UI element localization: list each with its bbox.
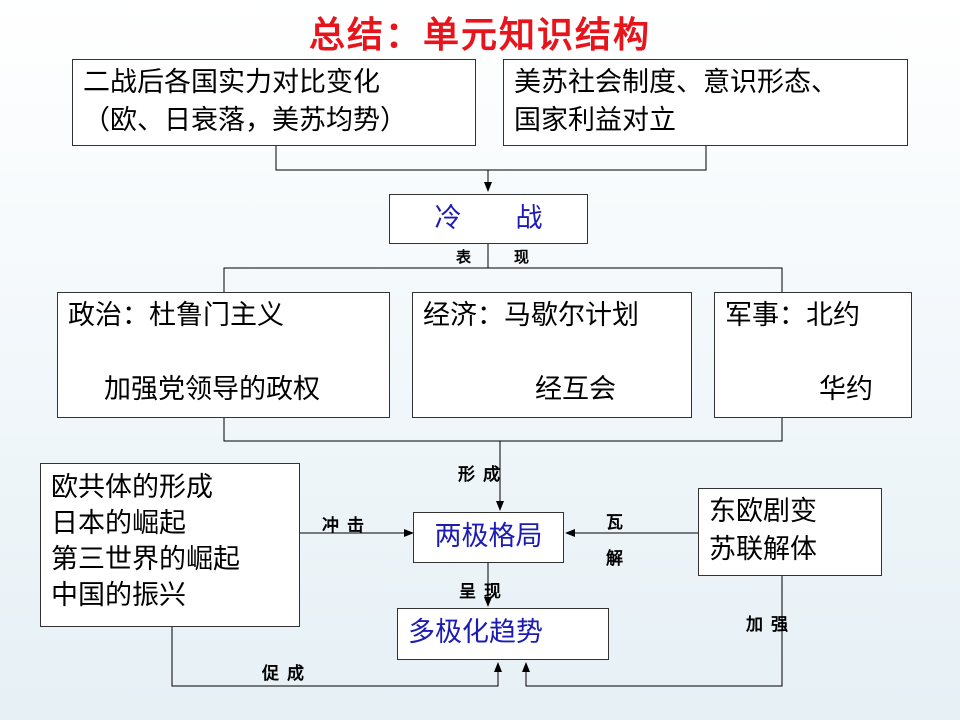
cause-line: 二战后各国实力对比变化 xyxy=(83,67,380,98)
military-bottom: 华约 xyxy=(819,374,873,405)
cause-ideology-box: 美苏社会制度、意识形态、 国家利益对立 xyxy=(503,59,908,146)
right-factor: 东欧剧变 xyxy=(709,496,817,527)
cause-line: 美苏社会制度、意识形态、 xyxy=(514,67,838,98)
promote-label: 促成 xyxy=(262,664,312,684)
bipolar-box: 两极格局 xyxy=(413,512,564,563)
strengthen-label: 加强 xyxy=(746,615,796,635)
impact-label: 冲击 xyxy=(322,516,372,536)
economy-top: 经济：马歇尔计划 xyxy=(423,300,639,331)
collapse-label-bottom: 解 xyxy=(606,549,631,569)
politics-top: 政治：杜鲁门主义 xyxy=(68,300,284,331)
cold-war-label: 冷 战 xyxy=(434,203,543,234)
collapse-label-top: 瓦 xyxy=(606,513,631,533)
right-factor: 苏联解体 xyxy=(709,534,817,565)
bipolar-label: 两极格局 xyxy=(434,521,543,552)
left-factor: 日本的崛起 xyxy=(51,508,186,539)
form-label: 形成 xyxy=(458,465,508,485)
politics-bottom: 加强党领导的政权 xyxy=(104,374,320,405)
economy-box: 经济：马歇尔计划 经互会 xyxy=(412,292,692,418)
cause-power-balance-box: 二战后各国实力对比变化 （欧、日衰落，美苏均势） xyxy=(72,59,476,146)
military-box: 军事：北约 华约 xyxy=(714,292,912,418)
left-factor: 中国的振兴 xyxy=(51,580,186,611)
cause-line: （欧、日衰落，美苏均势） xyxy=(83,105,407,136)
politics-box: 政治：杜鲁门主义 加强党领导的政权 xyxy=(57,292,390,418)
page-title: 总结：单元知识结构 xyxy=(308,15,651,56)
cold-war-box: 冷 战 xyxy=(389,194,588,244)
multipolar-label: 多极化趋势 xyxy=(408,617,543,648)
manifest-label: 表 现 xyxy=(456,248,544,266)
right-factors-box: 东欧剧变 苏联解体 xyxy=(698,488,882,576)
cause-line: 国家利益对立 xyxy=(514,105,676,136)
left-factor: 第三世界的崛起 xyxy=(51,544,240,575)
left-factor: 欧共体的形成 xyxy=(51,472,213,503)
economy-bottom: 经互会 xyxy=(535,374,616,405)
left-factors-box: 欧共体的形成 日本的崛起 第三世界的崛起 中国的振兴 xyxy=(40,463,300,627)
present-label: 呈现 xyxy=(459,582,509,602)
military-top: 军事：北约 xyxy=(725,300,860,331)
multipolar-box: 多极化趋势 xyxy=(397,608,609,660)
